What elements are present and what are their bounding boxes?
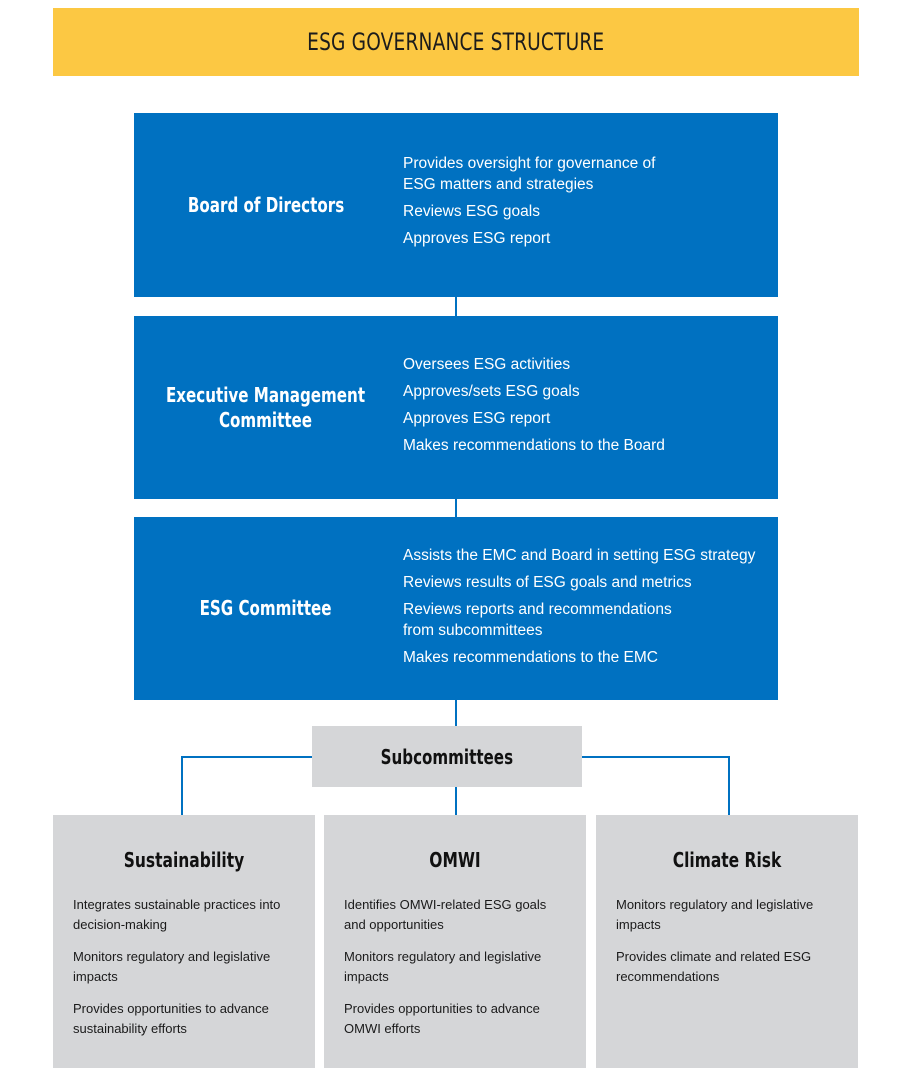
responsibility-list: Oversees ESG activities Approves/sets ES… xyxy=(403,316,772,499)
responsibility-item: Reviews results of ESG goals and metrics xyxy=(403,574,692,591)
executive-management-committee-box: Executive Management Committee Oversees … xyxy=(134,316,778,499)
connector-right-branch xyxy=(582,756,730,758)
responsibility-item: Approves ESG report xyxy=(403,230,551,247)
responsibility-item: Approves ESG report xyxy=(403,409,551,427)
connector-board-emc xyxy=(455,297,457,316)
responsibility-item: Makes recommendations to the EMC xyxy=(403,649,658,666)
esg-committee-box: ESG Committee Assists the EMC and Board … xyxy=(134,517,778,700)
responsibility-item: Provides oversight for governance of ESG… xyxy=(403,155,656,193)
responsibility-item: Reviews ESG goals xyxy=(403,203,540,220)
omwi-card: OMWI Identifies OMWI-related ESG goals a… xyxy=(324,815,586,1068)
connector-left-branch xyxy=(181,756,312,758)
subcommittees-label: Subcommittees xyxy=(380,744,514,769)
connector-esg-subcommittees xyxy=(455,700,457,726)
card-item: Monitors regulatory and legislative impa… xyxy=(616,897,814,932)
climate-risk-card: Climate Risk Monitors regulatory and leg… xyxy=(596,815,858,1068)
card-item: Provides opportunities to advance sustai… xyxy=(73,1001,269,1036)
card-list: Identifies OMWI-related ESG goals and op… xyxy=(344,895,574,1051)
card-item: Monitors regulatory and legislative impa… xyxy=(73,949,271,984)
responsibility-list: Provides oversight for governance of ESG… xyxy=(403,113,772,297)
connector-to-climate-risk xyxy=(728,756,730,815)
responsibility-item: Reviews reports and recommendations from… xyxy=(403,601,672,639)
card-title: Climate Risk xyxy=(672,848,782,872)
responsibility-item: Makes recommendations to the Board xyxy=(403,436,665,454)
card-list: Monitors regulatory and legislative impa… xyxy=(616,895,846,999)
tier-title: ESG Committee xyxy=(199,596,332,620)
card-item: Monitors regulatory and legislative impa… xyxy=(344,949,542,984)
card-title: OMWI xyxy=(429,848,481,872)
card-item: Provides climate and related ESG recomme… xyxy=(616,949,812,984)
tier-title: Executive Management Committee xyxy=(166,382,366,432)
responsibility-item: Assists the EMC and Board in setting ESG… xyxy=(403,547,756,564)
card-list: Integrates sustainable practices into de… xyxy=(73,895,303,1051)
sustainability-card: Sustainability Integrates sustainable pr… xyxy=(53,815,315,1068)
card-title: Sustainability xyxy=(123,848,245,872)
subcommittees-box: Subcommittees xyxy=(312,726,582,787)
connector-subcommittees-omwi xyxy=(455,787,457,815)
card-item: Identifies OMWI-related ESG goals and op… xyxy=(344,897,547,932)
connector-to-sustainability xyxy=(181,756,183,815)
connector-emc-esg xyxy=(455,499,457,517)
page-title: ESG GOVERNANCE STRUCTURE xyxy=(307,28,605,56)
responsibility-item: Oversees ESG activities xyxy=(403,355,571,373)
card-item: Provides opportunities to advance OMWI e… xyxy=(344,1001,540,1036)
title-banner: ESG GOVERNANCE STRUCTURE xyxy=(53,8,859,76)
board-of-directors-box: Board of Directors Provides oversight fo… xyxy=(134,113,778,297)
tier-title: Board of Directors xyxy=(187,192,345,217)
card-item: Integrates sustainable practices into de… xyxy=(73,897,281,932)
responsibility-list: Assists the EMC and Board in setting ESG… xyxy=(403,517,772,700)
responsibility-item: Approves/sets ESG goals xyxy=(403,382,580,400)
